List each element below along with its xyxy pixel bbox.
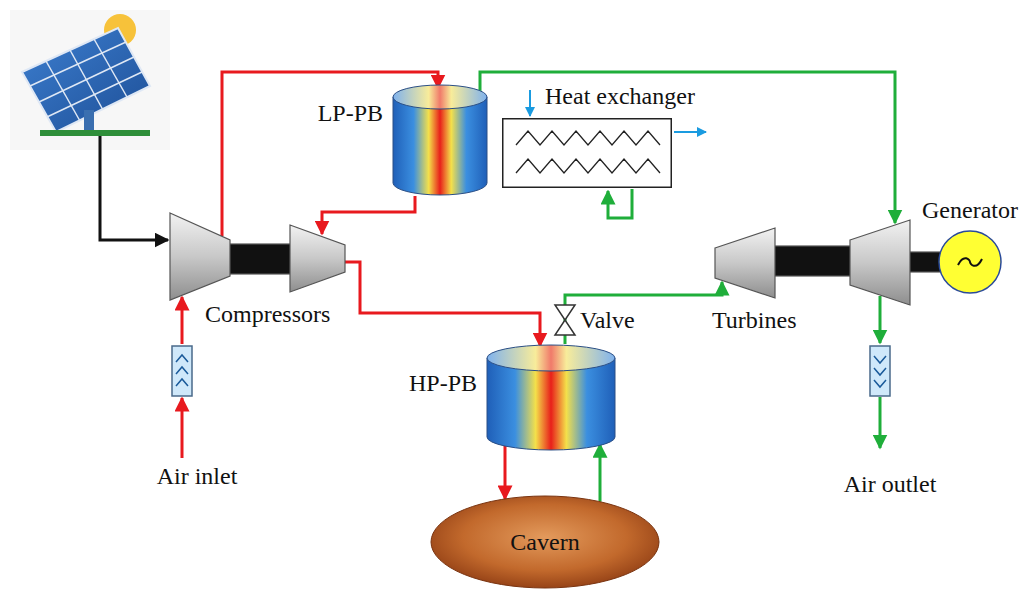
- zigzag-coil: [516, 159, 660, 173]
- port-label: Air inlet: [157, 462, 238, 490]
- cavern-ellipse: Cavern: [430, 495, 660, 589]
- cavern-body: [431, 496, 659, 588]
- flow-lines: [100, 72, 895, 458]
- solar-panel: [10, 10, 170, 150]
- node-label: Cavern: [510, 528, 579, 556]
- turbine: [715, 228, 775, 298]
- zigzag-coil: [516, 131, 660, 145]
- generator-body: [939, 231, 1001, 293]
- node-label: LP-PB: [318, 99, 383, 127]
- node-label: HP-PB: [409, 369, 477, 397]
- component-label: Compressors: [205, 300, 330, 328]
- flow-connector: [504, 445, 507, 499]
- heat-exchanger-outline: [502, 118, 672, 188]
- ac-symbol: [958, 258, 982, 266]
- cylinder-body: [393, 97, 487, 195]
- packed-bed-cylinder: HP-PB: [487, 345, 615, 450]
- exchanger-box: [503, 119, 672, 188]
- packed-bed-cylinder-outline: [487, 345, 615, 450]
- generator-circle-outline: [938, 230, 1002, 294]
- packed-bed-cylinder: LP-PB: [393, 85, 487, 195]
- inlet-filter: [172, 346, 192, 396]
- node-label: Heat exchanger: [545, 82, 695, 110]
- component-label: Turbines: [712, 306, 796, 334]
- cylinder-top: [487, 345, 615, 371]
- port-label: Air outlet: [844, 470, 937, 498]
- compressor: [290, 225, 345, 292]
- flow-connector: [599, 444, 602, 501]
- heat-exchanger: Heat exchanger: [502, 118, 672, 188]
- component-label: Valve: [580, 306, 635, 334]
- outlet-filter: [870, 346, 890, 396]
- packed-bed-cylinder-outline: [393, 85, 487, 195]
- machines: [170, 213, 941, 305]
- valve-symbol: [555, 305, 575, 335]
- cylinder-top: [393, 85, 487, 109]
- turbine: [850, 220, 910, 305]
- cylinder-body: [487, 358, 615, 450]
- generator-circle: Generator: [938, 230, 1002, 294]
- node-label: Generator: [922, 196, 1018, 224]
- compressor: [170, 213, 230, 300]
